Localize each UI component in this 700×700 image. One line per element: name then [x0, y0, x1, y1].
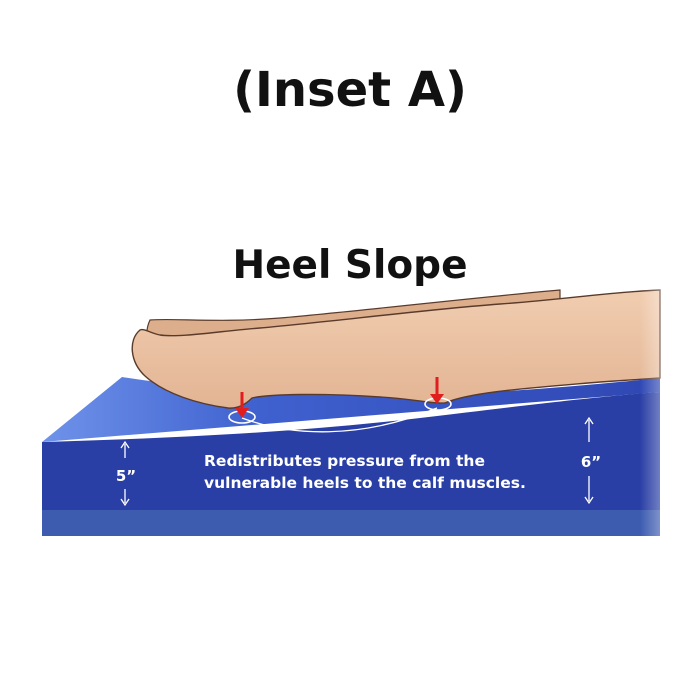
cushion-front-face — [42, 392, 660, 510]
right-height-arrow-up — [584, 416, 594, 442]
cushion-base — [42, 510, 660, 536]
left-height-arrow-up — [120, 440, 130, 458]
right-height-label: 6” — [580, 453, 602, 471]
left-height-arrow-down — [120, 489, 130, 507]
leg-front — [131, 289, 661, 409]
pressure-curve — [241, 407, 438, 433]
calf-pressure-arrow — [430, 377, 444, 404]
inset-title: (Inset A) — [233, 62, 467, 118]
left-height-label: 5” — [115, 467, 137, 485]
right-height-arrow-down — [584, 476, 594, 505]
caption-line-2: vulnerable heels to the calf muscles. — [204, 474, 526, 492]
heel-pressure-arrow — [235, 392, 249, 418]
caption-text: Redistributes pressure from the vulnerab… — [204, 450, 564, 494]
caption-line-1: Redistributes pressure from the — [204, 452, 485, 470]
diagram-title: Heel Slope — [232, 243, 468, 288]
